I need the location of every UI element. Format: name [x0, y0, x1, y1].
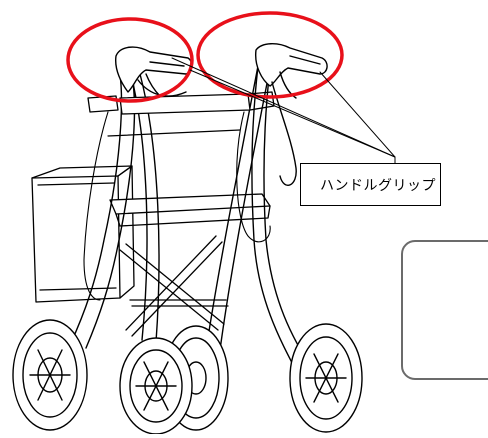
highlight-circle-left	[66, 17, 194, 103]
wheel-front-left	[12, 319, 88, 431]
handle-grip-left	[114, 46, 193, 97]
handle-grip-callout: ハンドルグリップ	[300, 163, 441, 206]
wheel-back-left	[119, 337, 193, 435]
note-box	[401, 240, 488, 380]
brake-cables	[83, 111, 271, 301]
highlight-circle-right	[196, 11, 344, 99]
basket	[31, 165, 135, 303]
right-frame	[205, 65, 315, 379]
seat	[109, 193, 271, 227]
wheel-back-right	[289, 323, 363, 433]
cross-brace	[119, 235, 229, 337]
leader-lines	[171, 57, 396, 164]
handle-grip-label: ハンドルグリップ	[320, 177, 436, 194]
